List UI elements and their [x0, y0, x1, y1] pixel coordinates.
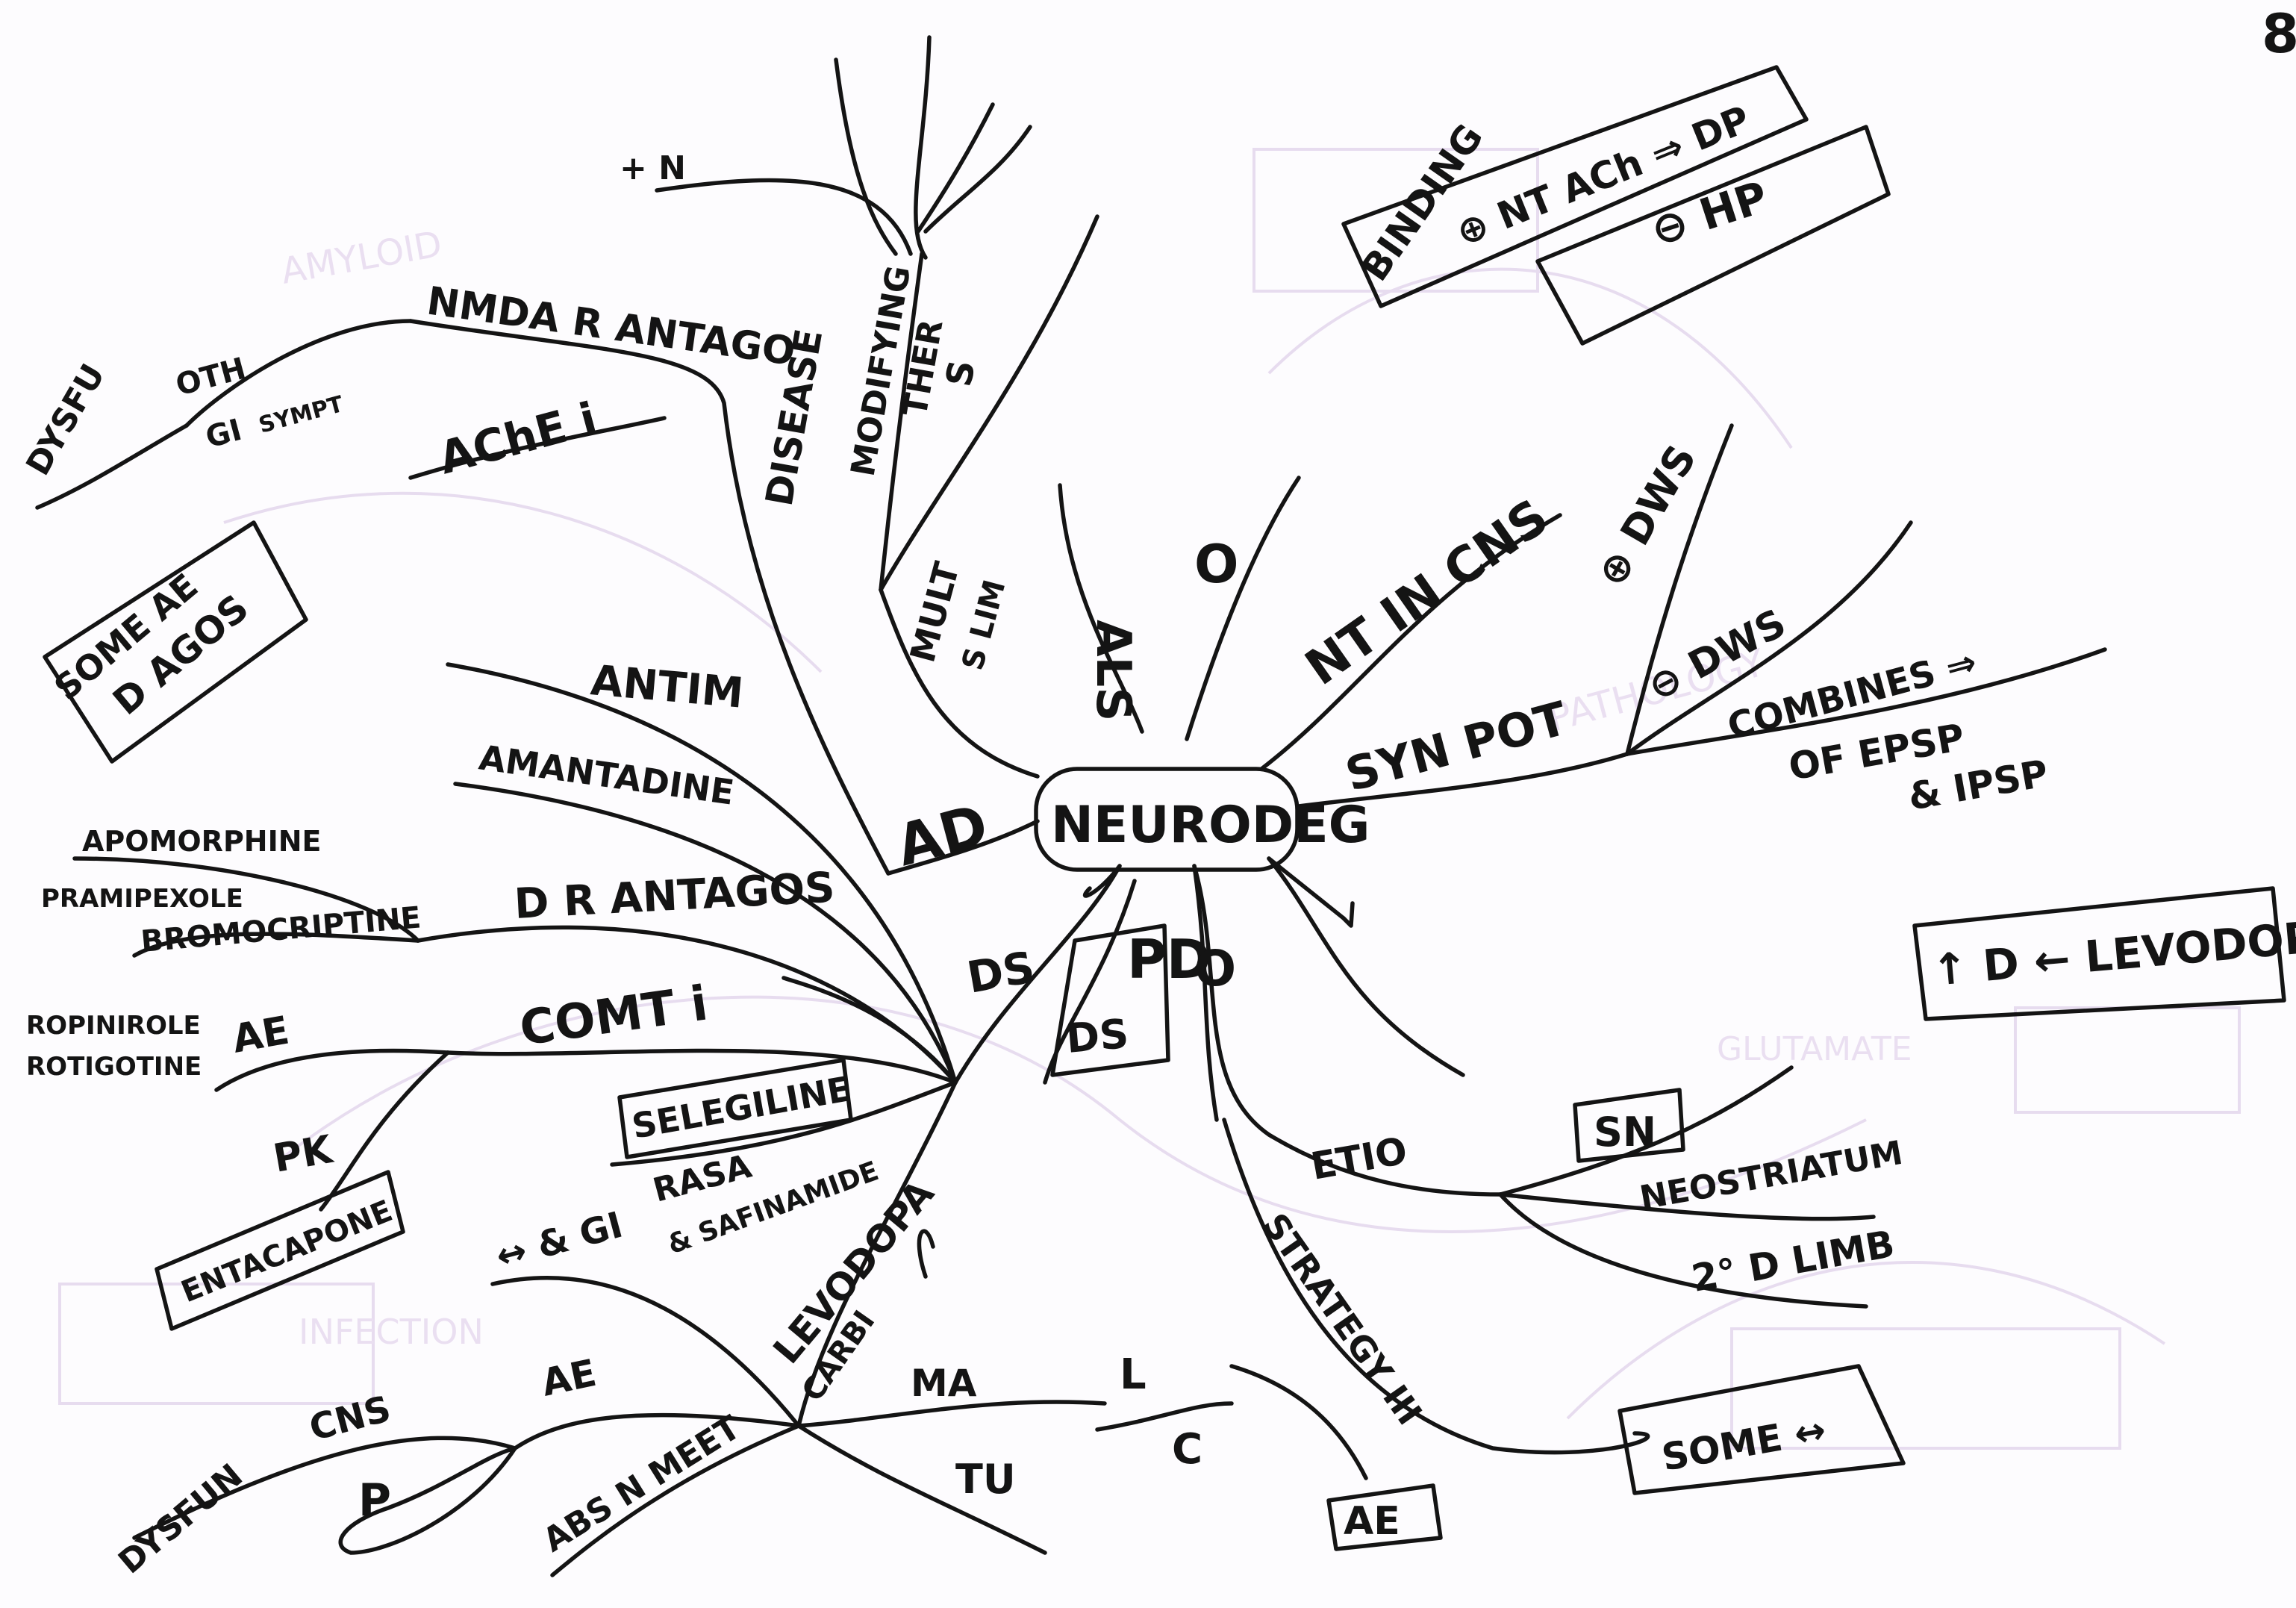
abs-meet-label: ABS N MEET: [537, 1409, 747, 1560]
strategy-ae-label: AE: [1344, 1499, 1400, 1544]
o-top-label: O: [1194, 534, 1239, 595]
selegiline-label: SELEGILINE: [629, 1068, 854, 1147]
neostriatum-label: NEOSTRIATUM: [1637, 1134, 1906, 1218]
binding-label: BINDING: [1353, 116, 1491, 289]
plus-dws-label: ⊕ DWS: [1588, 437, 1706, 594]
gi-sub2-label: SYMPT: [256, 391, 346, 439]
pramipexole-label: PRAMIPEXOLE: [41, 884, 243, 914]
entacapone-label: ENTACAPONE: [177, 1194, 398, 1309]
cns-label: CNS: [305, 1388, 396, 1450]
ache-label: AChE i: [434, 393, 602, 484]
levodopa-box: ↑ D ← LEVODOPA: [1915, 888, 2296, 1019]
da-agos-label: D R ANTAGOS: [513, 864, 836, 929]
svg-text:AMYLOID: AMYLOID: [278, 223, 445, 293]
s-label: S: [938, 357, 984, 390]
ropinirole-label: ROPINIROLE: [26, 1011, 201, 1041]
gi-label: GI: [202, 413, 246, 455]
branch-strategy: STRATEGY III AE SOME ↔: [1224, 858, 1903, 1549]
l-label: L: [1120, 1350, 1147, 1399]
mult-label: MULT: [902, 558, 967, 667]
syn-pot-label: SYN POT: [1340, 691, 1573, 802]
ds-box-label: DS: [1064, 1010, 1131, 1062]
pd-ae-label: AE: [229, 1009, 293, 1062]
ma-label: MA: [911, 1362, 977, 1405]
rasa-label: RASA: [649, 1147, 755, 1210]
dysfun-label: DYSFUN: [111, 1456, 250, 1581]
rotigotine-label: ROTIGOTINE: [26, 1052, 202, 1082]
strategy-label: STRATEGY III: [1255, 1206, 1430, 1432]
dysfu-label: DYSFU: [19, 358, 113, 482]
levodopa-box-label: ↑ D ← LEVODOPA: [1930, 909, 2296, 996]
pd-o-label: O: [1194, 940, 1236, 997]
comt-i-label: COMT i: [517, 976, 711, 1056]
nt-in-cns-label: NT IN CNS: [1295, 488, 1559, 697]
als-label: ALS: [1085, 620, 1141, 721]
c-label: C: [1172, 1425, 1202, 1474]
svg-text:GLUTAMATE: GLUTAMATE: [1717, 1030, 1912, 1068]
pk-label: PK: [270, 1127, 337, 1182]
apomorphine-label: APOMORPHINE: [82, 825, 322, 858]
p-label: P: [358, 1474, 391, 1527]
binding-box: BINDING ⊕ NT ACh ⇒ DP ⊖ HP: [1344, 67, 1888, 343]
center-node: NEURODEG: [1036, 769, 1370, 870]
pd-ds-label: DS: [964, 941, 1038, 1003]
s-lim-label: S LIM: [955, 576, 1012, 674]
branch-als: ALS O: [1060, 478, 1299, 739]
arrow-gi-label: ↔ & GI: [492, 1204, 627, 1278]
second-label: 2° D LIMB: [1688, 1222, 1897, 1300]
tu-label: TU: [955, 1456, 1016, 1503]
sn-label: SN: [1594, 1109, 1656, 1156]
etio-label: ETIO: [1308, 1129, 1410, 1188]
some-label: SOME ↔: [1659, 1408, 1829, 1480]
gi-sub-label: OTH: [172, 352, 249, 403]
plus-n-label: + N: [620, 149, 686, 187]
ad-label: AD: [890, 791, 995, 879]
nmda-label: NMDA R ANTAGO: [424, 278, 798, 375]
svg-text:INFECTION: INFECTION: [299, 1312, 484, 1352]
pd-ae2-label: AE: [537, 1351, 599, 1405]
page-number: 8: [2262, 2, 2296, 65]
